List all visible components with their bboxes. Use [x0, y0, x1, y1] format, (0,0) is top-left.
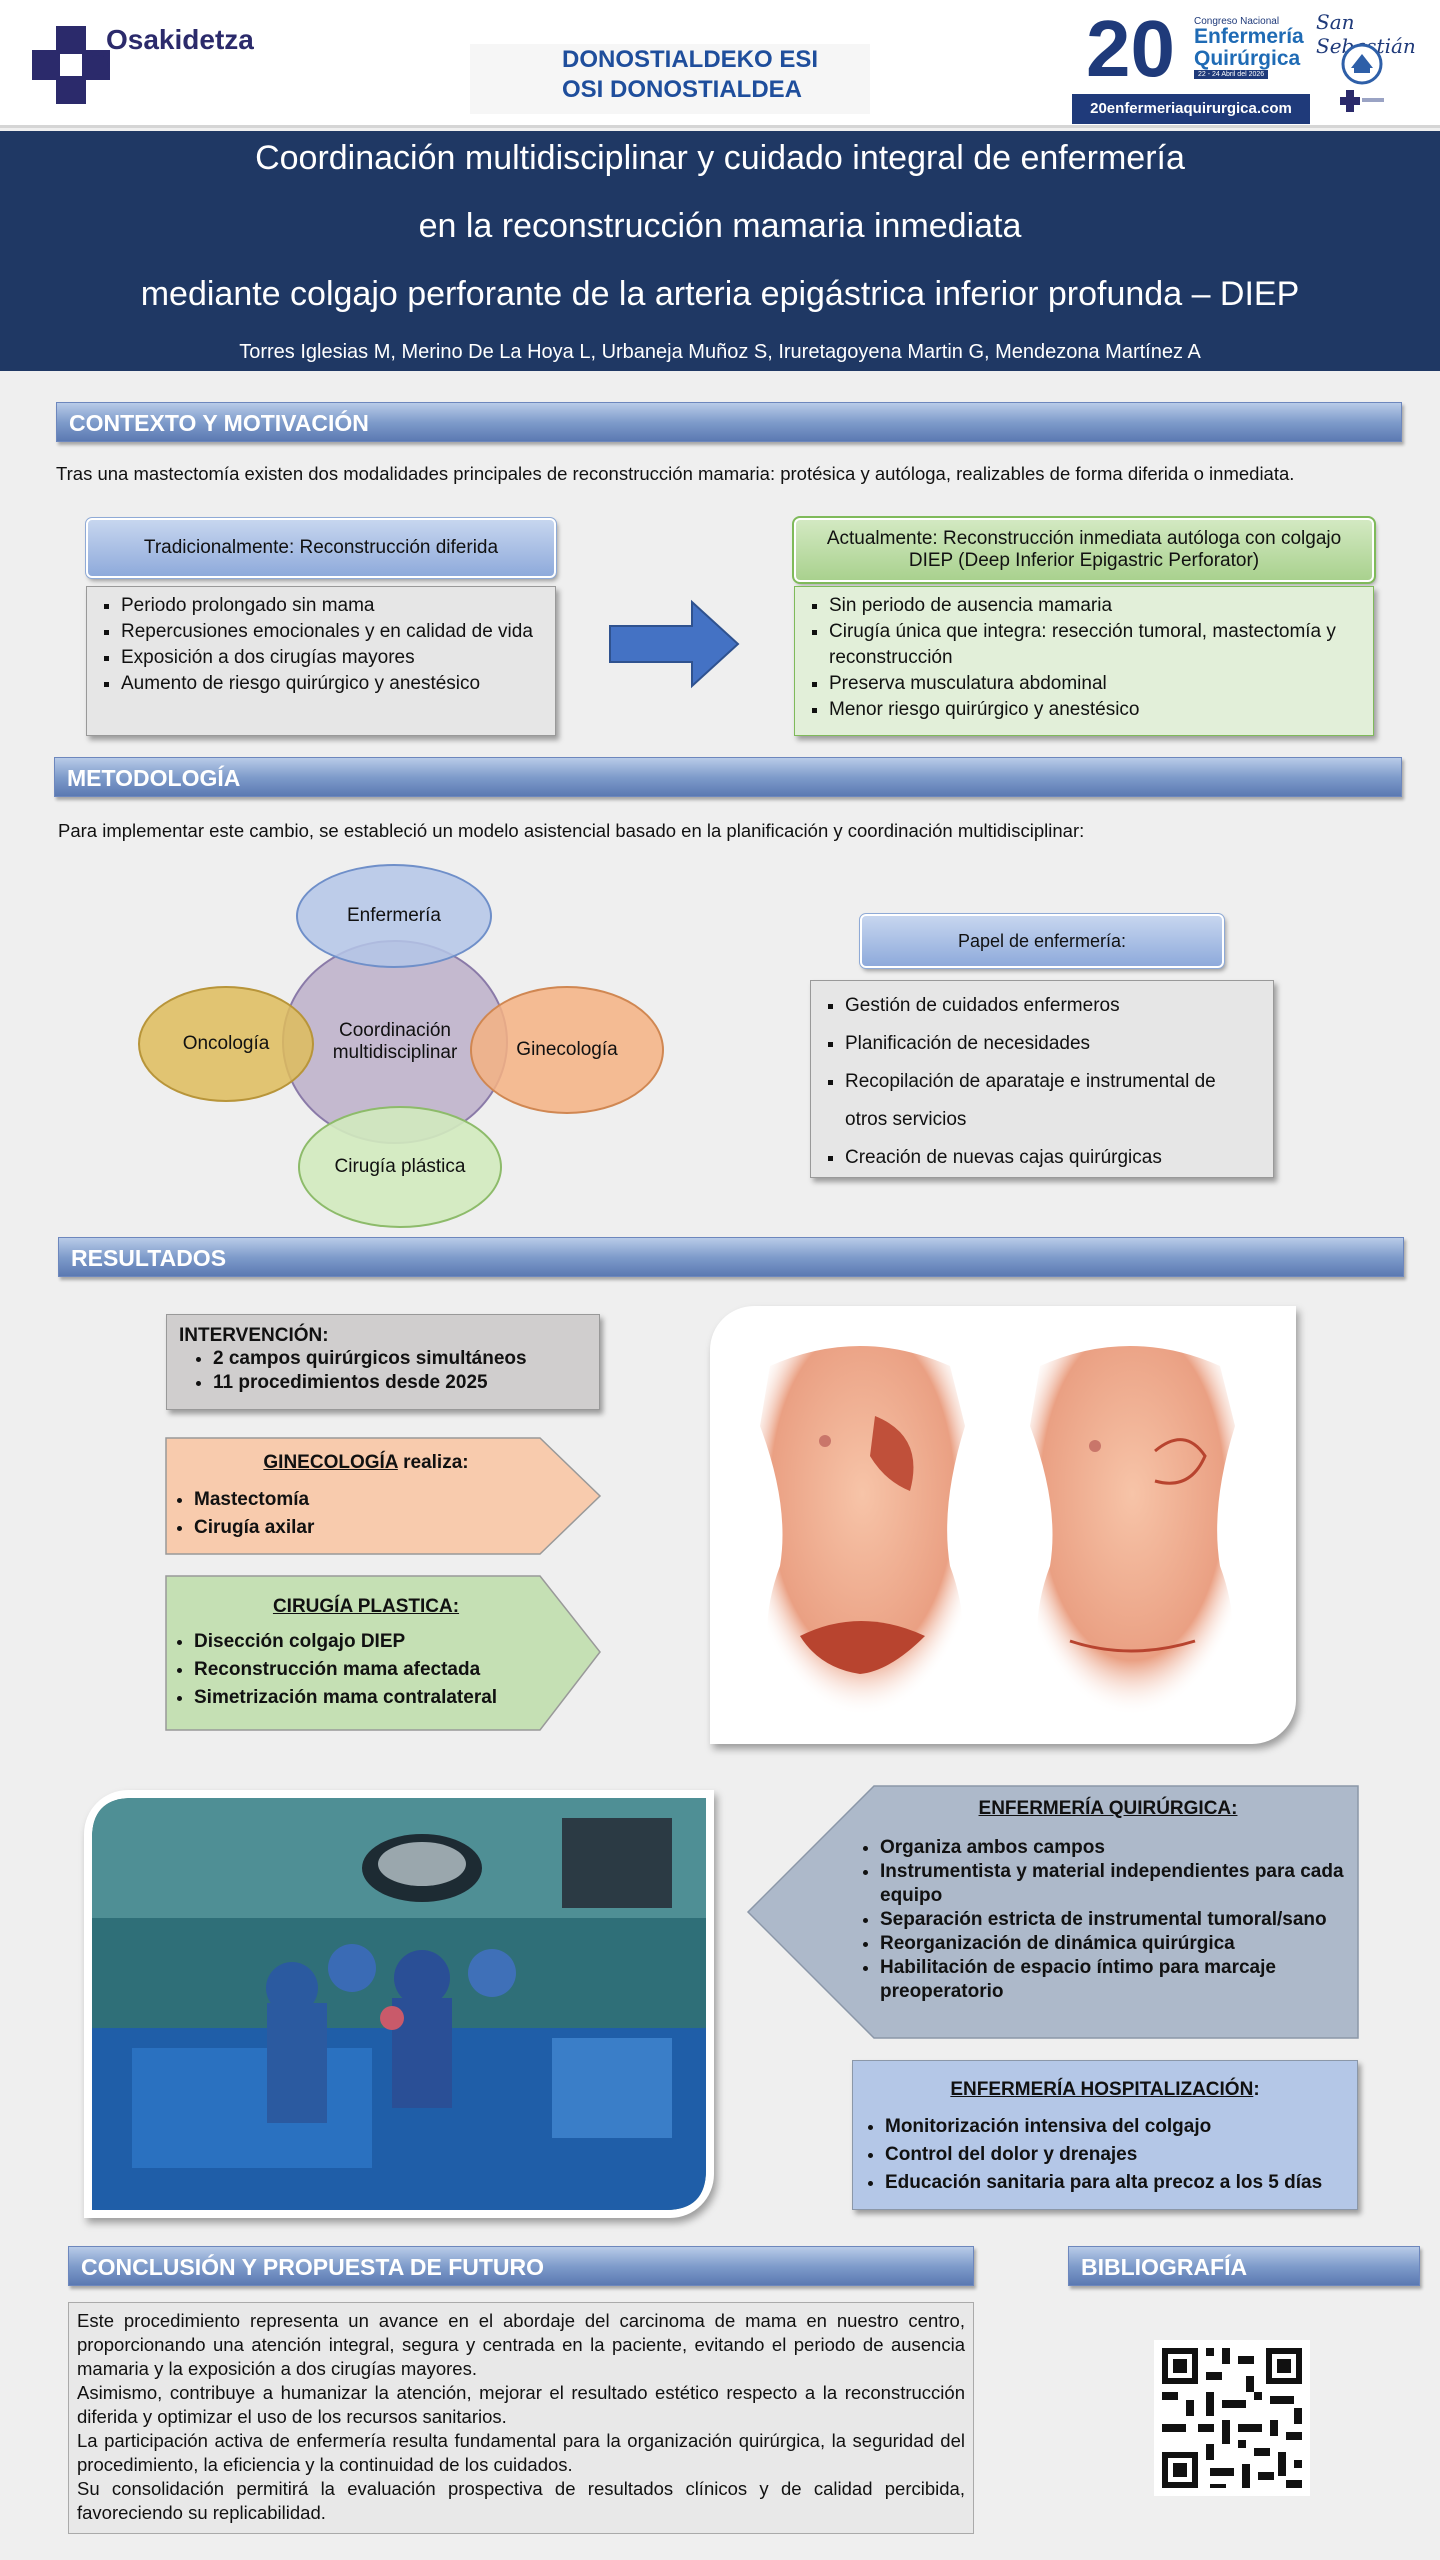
- list-item: Sin periodo de ausencia mamaria: [829, 593, 1361, 619]
- cirugia-plastica-ellipse: Cirugía plástica: [298, 1106, 502, 1228]
- list-item: Recopilación de aparataje e instrumental…: [845, 1063, 1261, 1139]
- role-title: Papel de enfermería:: [859, 913, 1225, 969]
- contexto-intro: Tras una mastectomía existen dos modalid…: [56, 463, 1295, 484]
- list-item: Repercusiones emocionales y en calidad d…: [121, 619, 543, 645]
- ginecologia-title-rest: realiza:: [397, 1452, 469, 1473]
- current-title: Actualmente: Reconstrucción inmediata au…: [792, 516, 1376, 584]
- list-item: Separación estricta de instrumental tumo…: [880, 1908, 1358, 1932]
- ginecologia-box: GINECOLOGÍA realiza: Mastectomía Cirugía…: [176, 1452, 556, 1542]
- enfermeria-ellipse: Enfermería: [296, 864, 492, 968]
- role-list: Gestión de cuidados enfermeros Planifica…: [810, 980, 1274, 1178]
- list-item: 2 campos quirúrgicos simultáneos: [213, 1347, 587, 1371]
- conclusion-box: Este procedimiento representa un avance …: [68, 2302, 974, 2534]
- osakidetza-logo-icon: [32, 26, 110, 104]
- plastica-title: CIRUGÍA PLASTICA:: [272, 1596, 460, 1617]
- osakidetza-name: Osakidetza: [106, 24, 254, 55]
- hospitalizacion-box: ENFERMERÍA HOSPITALIZACIÓN: Monitorizaci…: [852, 2060, 1358, 2210]
- list-item: Habilitación de espacio íntimo para marc…: [880, 1956, 1358, 2004]
- operating-room-photo: [84, 1790, 714, 2218]
- list-item: Reconstrucción mama afectada: [194, 1656, 556, 1684]
- list-item: Gestión de cuidados enfermeros: [845, 987, 1261, 1025]
- conclusion-paragraph: Asimismo, contribuye a humanizar la aten…: [77, 2382, 965, 2427]
- authors: Torres Iglesias M, Merino De La Hoya L, …: [239, 341, 1201, 363]
- section-header-resultados: RESULTADOS: [58, 1237, 1404, 1277]
- list-item: Cirugía axilar: [194, 1514, 556, 1542]
- qr-code-icon[interactable]: [1154, 2340, 1310, 2496]
- org-line1: DONOSTIALDEKO ESI: [562, 46, 819, 73]
- congress-dates: 22 - 24 Abril del 2026: [1194, 70, 1269, 79]
- cirugia-plastica-label: Cirugía plástica: [334, 1156, 466, 1177]
- ginecologia-title-underlined: GINECOLOGÍA: [263, 1452, 398, 1473]
- surgery-photo-icon: [92, 1798, 706, 2210]
- traditional-list: Periodo prolongado sin mama Repercusione…: [86, 586, 556, 736]
- congress-name-line2: Quirúrgica: [1194, 47, 1301, 70]
- hospitalizacion-title-underlined: ENFERMERÍA HOSPITALIZACIÓN: [950, 2079, 1254, 2100]
- torso-illustration-icon: [760, 1346, 1235, 1716]
- center-label: Coordinación multidisciplinar: [332, 1020, 458, 1063]
- list-item: Preserva musculatura abdominal: [829, 671, 1361, 697]
- list-item: Monitorización intensiva del colgajo: [885, 2113, 1343, 2141]
- metodologia-intro: Para implementar este cambio, se estable…: [58, 820, 1085, 841]
- congress-number: 20: [1086, 4, 1175, 93]
- intervencion-box: INTERVENCIÓN: 2 campos quirúrgicos simul…: [166, 1314, 600, 1410]
- current-list: Sin periodo de ausencia mamaria Cirugía …: [794, 586, 1374, 736]
- top-header: Osakidetza DONOSTIALDEKO ESI OSI DONOSTI…: [0, 0, 1440, 128]
- list-item: Aumento de riesgo quirúrgico y anestésic…: [121, 671, 543, 697]
- list-item: Planificación de necesidades: [845, 1025, 1261, 1063]
- title-line-2: en la reconstrucción mamaria inmediata: [418, 207, 1022, 245]
- traditional-title: Tradicionalmente: Reconstrucción diferid…: [85, 517, 557, 579]
- arrow-right-icon: [609, 599, 740, 689]
- list-item: Reorganización de dinámica quirúrgica: [880, 1932, 1358, 1956]
- city-crest-icon: [1341, 43, 1383, 85]
- list-item: Cirugía única que integra: resección tum…: [829, 619, 1361, 671]
- list-item: Menor riesgo quirúrgico y anestésico: [829, 697, 1361, 723]
- conclusion-paragraph: Este procedimiento representa un avance …: [77, 2310, 965, 2379]
- congress-small: Congreso Nacional: [1194, 16, 1280, 27]
- section-header-metodologia: METODOLOGÍA: [54, 757, 1402, 797]
- section-header-conclusion: CONCLUSIÓN Y PROPUESTA DE FUTURO: [68, 2246, 974, 2286]
- conclusion-paragraph: La participación activa de enfermería re…: [77, 2430, 965, 2475]
- hospitalizacion-title-rest: :: [1253, 2079, 1260, 2100]
- enfermeria-label: Enfermería: [347, 905, 441, 926]
- congress-name-line1: Enfermería: [1194, 25, 1304, 48]
- list-item: Disección colgajo DIEP: [194, 1628, 556, 1656]
- title-line-1: Coordinación multidisciplinar y cuidado …: [255, 139, 1185, 177]
- plastica-box: CIRUGÍA PLASTICA: Disección colgajo DIEP…: [176, 1596, 556, 1712]
- title-line-3: mediante colgajo perforante de la arteri…: [140, 275, 1300, 313]
- list-item: Periodo prolongado sin mama: [121, 593, 543, 619]
- org-line2: OSI DONOSTIALDEA: [562, 76, 803, 103]
- list-item: Instrumentista y material independientes…: [880, 1860, 1358, 1908]
- conclusion-paragraph: Su consolidación permitirá la evaluación…: [77, 2478, 965, 2523]
- section-header-contexto: CONTEXTO Y MOTIVACIÓN: [56, 402, 1402, 442]
- quirurgica-box: ENFERMERÍA QUIRÚRGICA: Organiza ambos ca…: [858, 1798, 1358, 2004]
- quirurgica-title: ENFERMERÍA QUIRÚRGICA:: [978, 1798, 1238, 1819]
- org-block: DONOSTIALDEKO ESI OSI DONOSTIALDEA: [470, 44, 870, 114]
- list-item: 11 procedimientos desde 2025: [213, 1371, 587, 1395]
- title-banner: Coordinación multidisciplinar y cuidado …: [0, 131, 1440, 371]
- congress-url[interactable]: 20enfermeriaquirurgica.com: [1072, 94, 1310, 124]
- oncologia-label: Oncología: [182, 1033, 270, 1054]
- list-item: Educación sanitaria para alta precoz a l…: [885, 2169, 1343, 2197]
- ginecologia-ellipse: Ginecología: [470, 986, 664, 1114]
- list-item: Simetrización mama contralateral: [194, 1684, 556, 1712]
- diep-illustration: [710, 1306, 1296, 1744]
- list-item: Organiza ambos campos: [880, 1836, 1358, 1860]
- list-item: Exposición a dos cirugías mayores: [121, 645, 543, 671]
- list-item: Mastectomía: [194, 1486, 556, 1514]
- section-header-bibliografia: BIBLIOGRAFÍA: [1068, 2246, 1420, 2286]
- osakidetza-small-logo-icon: [1340, 90, 1384, 112]
- list-item: Control del dolor y drenajes: [885, 2141, 1343, 2169]
- quirurgica-shape: [746, 1785, 1359, 2039]
- plastica-pentagon-shape: [165, 1575, 601, 1731]
- oncologia-ellipse: Oncología: [138, 986, 314, 1102]
- list-item: Creación de nuevas cajas quirúrgicas: [845, 1139, 1261, 1177]
- ginecologia-pentagon-shape: [165, 1437, 602, 1555]
- intervencion-title: INTERVENCIÓN:: [179, 1325, 329, 1346]
- ginecologia-label: Ginecología: [516, 1039, 618, 1060]
